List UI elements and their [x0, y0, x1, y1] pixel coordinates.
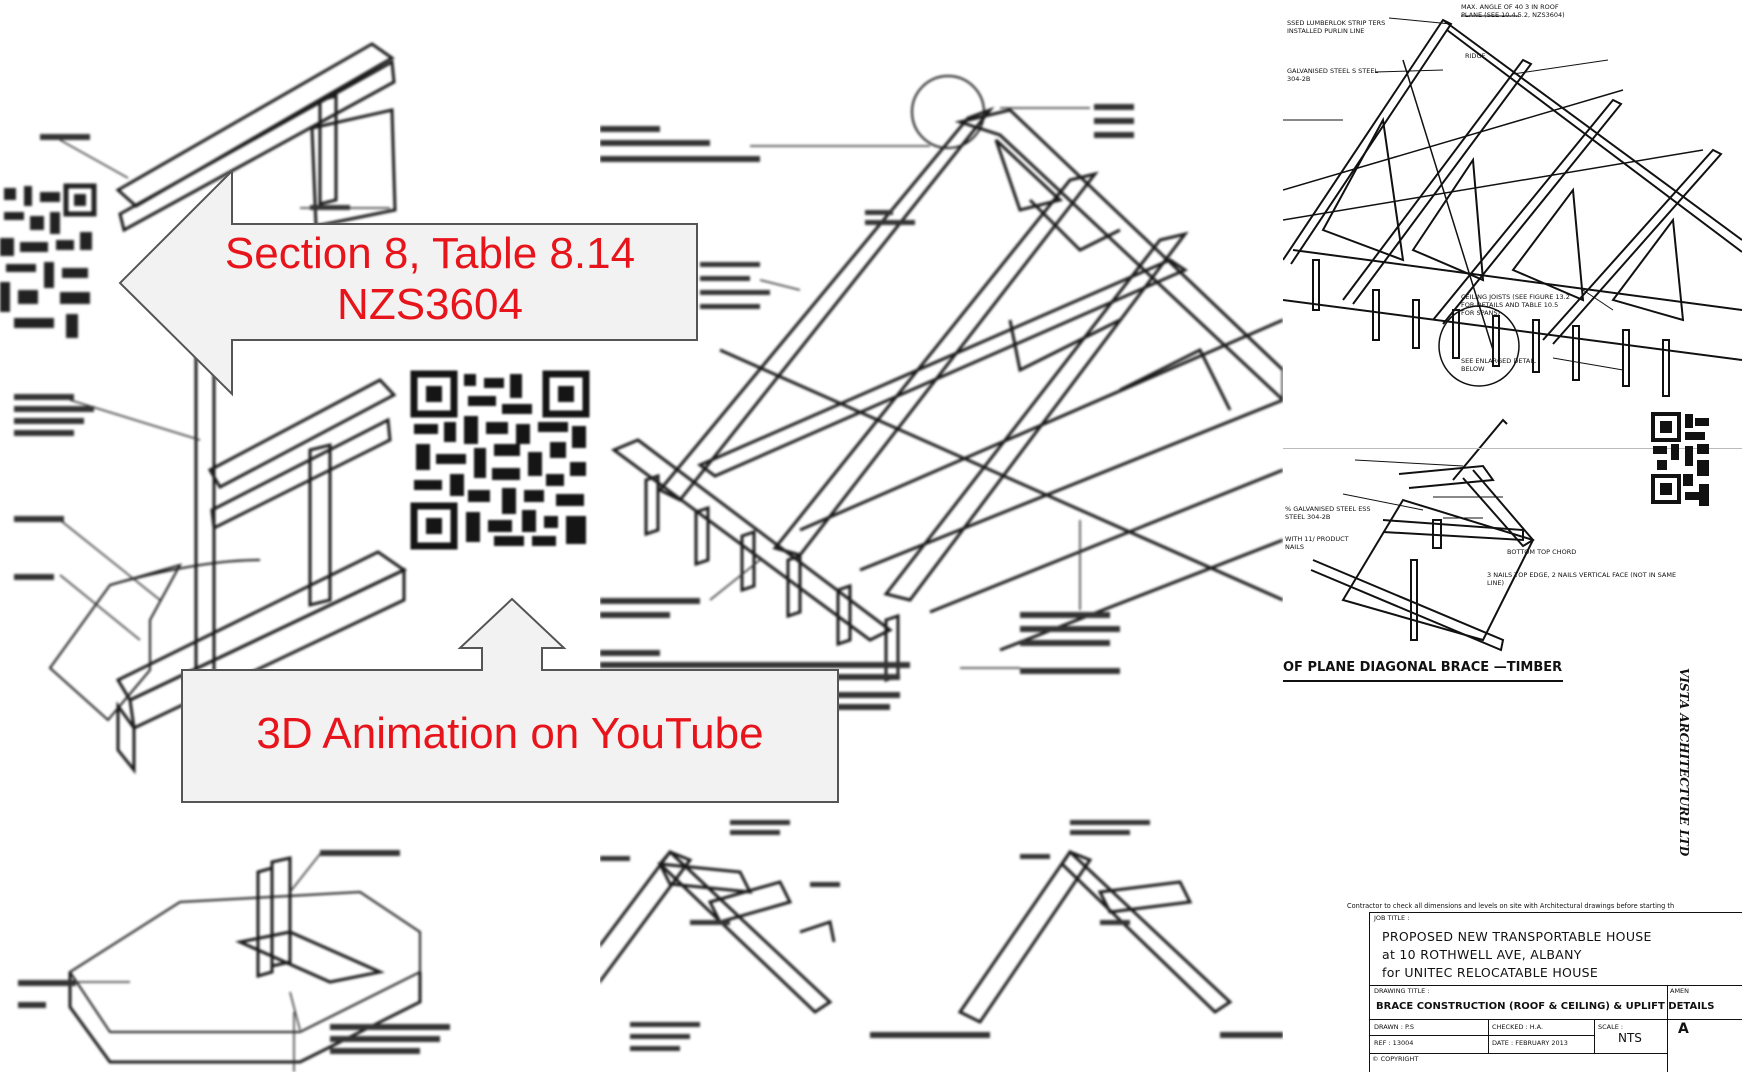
title-block-rule-3 [1370, 1035, 1594, 1036]
title-block-rule-4 [1370, 1053, 1667, 1054]
job-line-2: at 10 ROTHWELL AVE, ALBANY [1382, 947, 1582, 962]
detail-divider [1283, 448, 1742, 449]
truss-detail-drawing [600, 820, 1283, 1051]
drawing-title-label: DRAWING TITLE : [1374, 987, 1430, 995]
title-block-vrule-1 [1488, 1019, 1489, 1053]
bottom-chord-label: BOTTOM TOP CHORD [1507, 548, 1577, 556]
wall-framing-drawing [14, 42, 407, 775]
ceiling-joists-label: CEILING JOISTS (SEE FIGURE 13.2 FOR DETA… [1461, 293, 1570, 317]
section-callout-line-1: Section 8, Table 8.14 [224, 229, 636, 278]
truss-roof-drawing [1283, 15, 1742, 652]
copyright: © COPYRIGHT [1372, 1055, 1419, 1063]
wall-framing-panel [0, 0, 600, 1072]
youtube-callout-text[interactable]: 3D Animation on YouTube [182, 708, 838, 759]
detail-title: OF PLANE DIAGONAL BRACE —TIMBER [1283, 660, 1563, 675]
youtube-callout-label: 3D Animation on YouTube [256, 709, 764, 758]
nails-label: WITH 11/ PRODUCT NAILS [1285, 535, 1349, 551]
qr-code-youtube [410, 370, 590, 550]
drawing-sheet-panel: MAX. ANGLE OF 40 3 IN ROOF PLANE (SEE 10… [1283, 0, 1742, 1072]
nails-detail-label: 3 NAILS TOP EDGE, 2 NAILS VERTICAL FACE … [1487, 571, 1677, 587]
contractor-note: Contractor to check all dimensions and l… [1347, 902, 1675, 910]
title-block-vrule-2 [1594, 1019, 1595, 1053]
strip-label: SSED LUMBERLOK STRIP TERS INSTALLED PURL… [1287, 19, 1386, 35]
qr-code-partial-left [0, 183, 97, 338]
section-callout-arrow [118, 168, 698, 397]
ref-number: REF : 13004 [1374, 1039, 1414, 1047]
title-block-rule-1 [1370, 985, 1742, 986]
drawn-by: DRAWN : P.S [1374, 1023, 1415, 1031]
job-title-label: JOB TITLE : [1374, 914, 1410, 922]
max-angle-label: MAX. ANGLE OF 40 3 IN ROOF PLANE (SEE 10… [1461, 3, 1565, 19]
title-block-rule-2 [1370, 1019, 1742, 1020]
drawing-title: BRACE CONSTRUCTION (ROOF & CEILING) & UP… [1376, 1001, 1715, 1012]
hold-down-detail-drawing [18, 850, 450, 1072]
qr-code-partial-right [1651, 412, 1709, 506]
galvanised-steel-bottom-label: % GALVANISED STEEL ESS STEEL 304-2B [1285, 505, 1371, 521]
roof-framing-panel [600, 0, 1283, 1072]
job-line-3: for UNITEC RELOCATABLE HOUSE [1382, 965, 1599, 980]
galvanised-steel-top-label: GALVANISED STEEL S STEEL 304-2B [1287, 67, 1379, 83]
ridge-label: RIDGE [1465, 52, 1486, 60]
section-callout-text[interactable]: Section 8, Table 8.14 NZS3604 [200, 228, 660, 331]
see-enlarged-label: SEE ENLARGED DETAIL BELOW [1461, 357, 1536, 373]
drawing-date: DATE : FEBRUARY 2013 [1492, 1039, 1568, 1047]
amend-label: AMEN [1670, 987, 1690, 995]
sheet-letter: A [1678, 1021, 1689, 1037]
scale-value: NTS [1618, 1031, 1642, 1045]
job-line-1: PROPOSED NEW TRANSPORTABLE HOUSE [1382, 929, 1652, 944]
youtube-callout-arrow [181, 597, 839, 803]
section-callout-line-2: NZS3604 [337, 280, 523, 330]
scale-label: SCALE : [1598, 1023, 1624, 1031]
checked-by: CHECKED : H.A. [1492, 1023, 1544, 1031]
detail-title-underline [1283, 680, 1563, 682]
title-block-vrule-amend [1667, 985, 1668, 1072]
title-block: JOB TITLE : PROPOSED NEW TRANSPORTABLE H… [1369, 912, 1742, 1072]
